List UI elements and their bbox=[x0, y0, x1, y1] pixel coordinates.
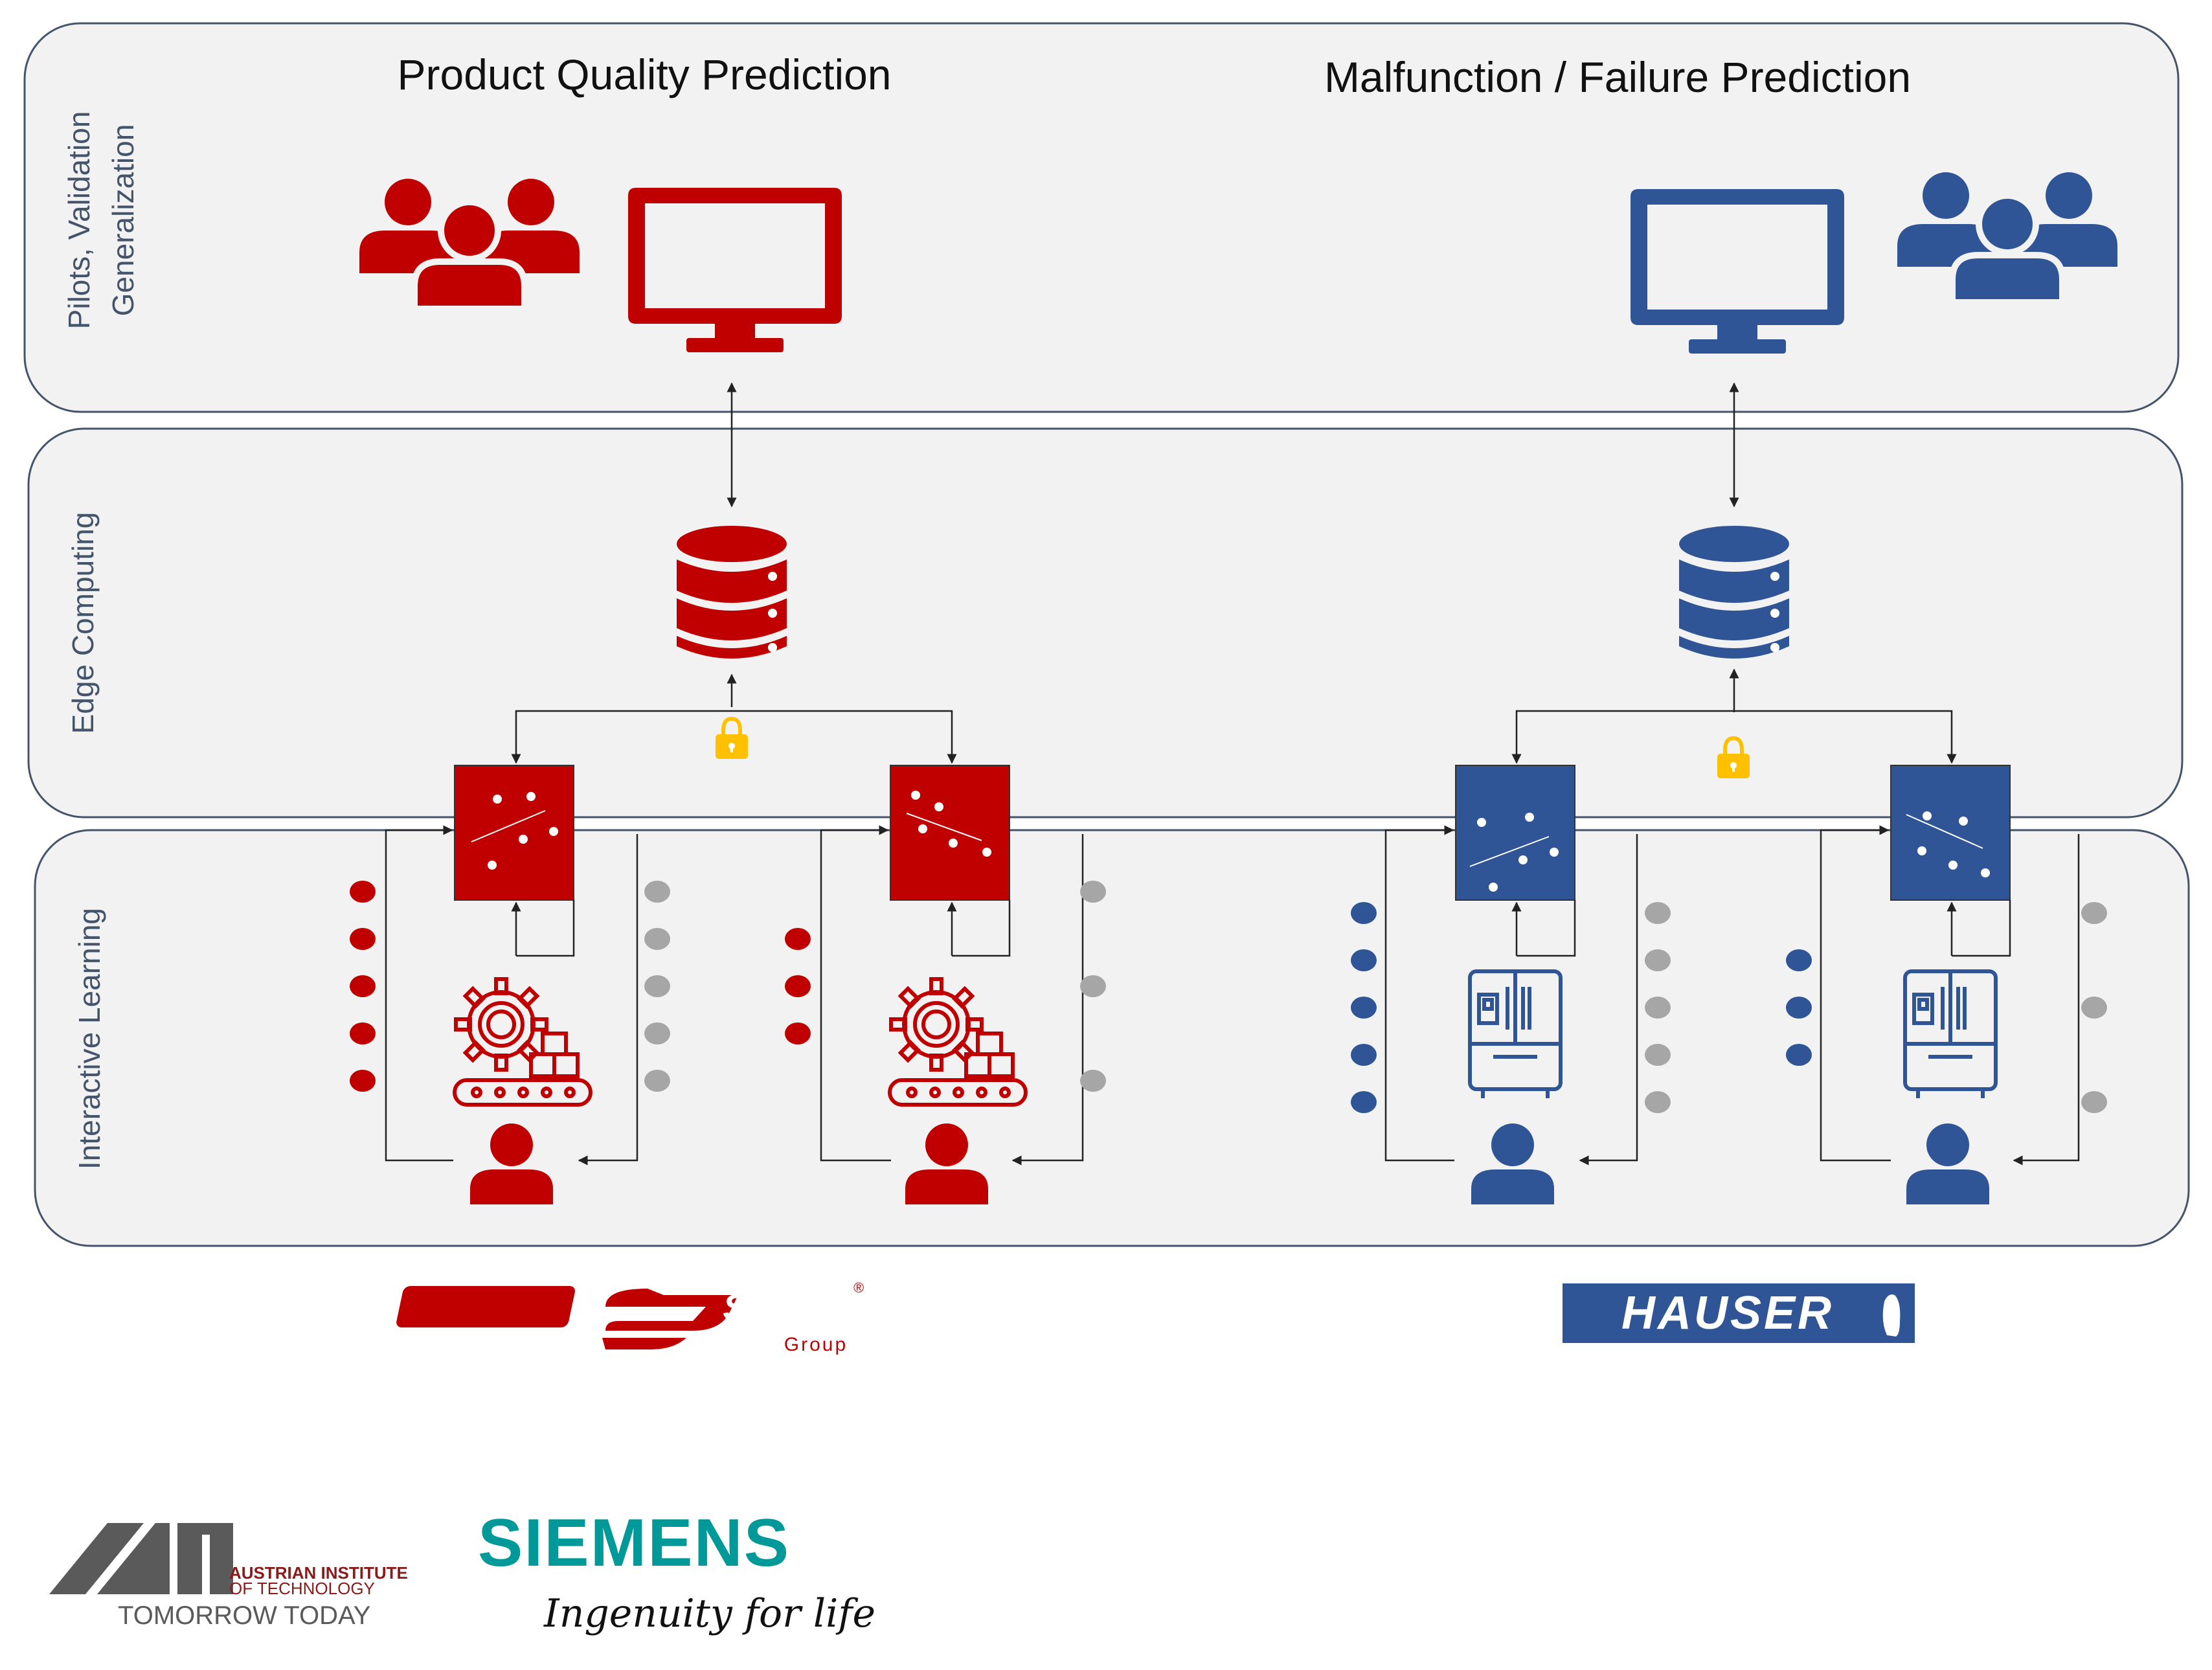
ait-name-line1: AUSTRIAN INSTITUTE bbox=[229, 1563, 408, 1583]
band-label-pilots-line1: Pilots, Validation bbox=[62, 111, 96, 330]
title-product-quality: Product Quality Prediction bbox=[397, 51, 891, 98]
stiwa-logo-subtext: Group bbox=[784, 1334, 848, 1355]
ait-tagline: TOMORROW TODAY bbox=[118, 1601, 370, 1630]
ait-name-line2: OF TECHNOLOGY bbox=[229, 1579, 375, 1598]
pipeline-red-2 bbox=[732, 710, 1106, 1204]
hauser-logo: HAUSER bbox=[1563, 1283, 1915, 1343]
scatter-model-icon bbox=[890, 765, 1010, 901]
siemens-tagline: Ingenuity for life bbox=[543, 1591, 875, 1636]
title-malfunction-prediction: Malfunction / Failure Prediction bbox=[1324, 53, 1911, 101]
scatter-model-icon bbox=[1890, 765, 2011, 901]
ait-logo: AUSTRIAN INSTITUTE OF TECHNOLOGY TOMORRO… bbox=[49, 1523, 408, 1630]
siemens-logo-text: SIEMENS bbox=[478, 1506, 790, 1581]
stiwa-registered-mark: ® bbox=[853, 1280, 864, 1296]
band-label-pilots-line2: Generalization bbox=[106, 124, 140, 317]
panel-edge-computing bbox=[27, 427, 2184, 818]
stiwa-logo: STIWA ® Group bbox=[396, 1280, 864, 1355]
hauser-logo-text: HAUSER bbox=[1621, 1287, 1834, 1339]
pipeline-red-1 bbox=[350, 710, 732, 1204]
stiwa-logo-text: STIWA bbox=[723, 1287, 837, 1327]
scatter-model-icon bbox=[1455, 765, 1575, 901]
siemens-logo: SIEMENS Ingenuity for life bbox=[478, 1506, 875, 1636]
band-label-interactive-learning: Interactive Learning bbox=[73, 908, 106, 1169]
pipeline-blue-1 bbox=[1351, 710, 1734, 1204]
penguin-icon bbox=[1882, 1294, 1901, 1337]
band-label-edge-computing: Edge Computing bbox=[66, 512, 100, 734]
pipeline-blue-2 bbox=[1734, 710, 2107, 1204]
